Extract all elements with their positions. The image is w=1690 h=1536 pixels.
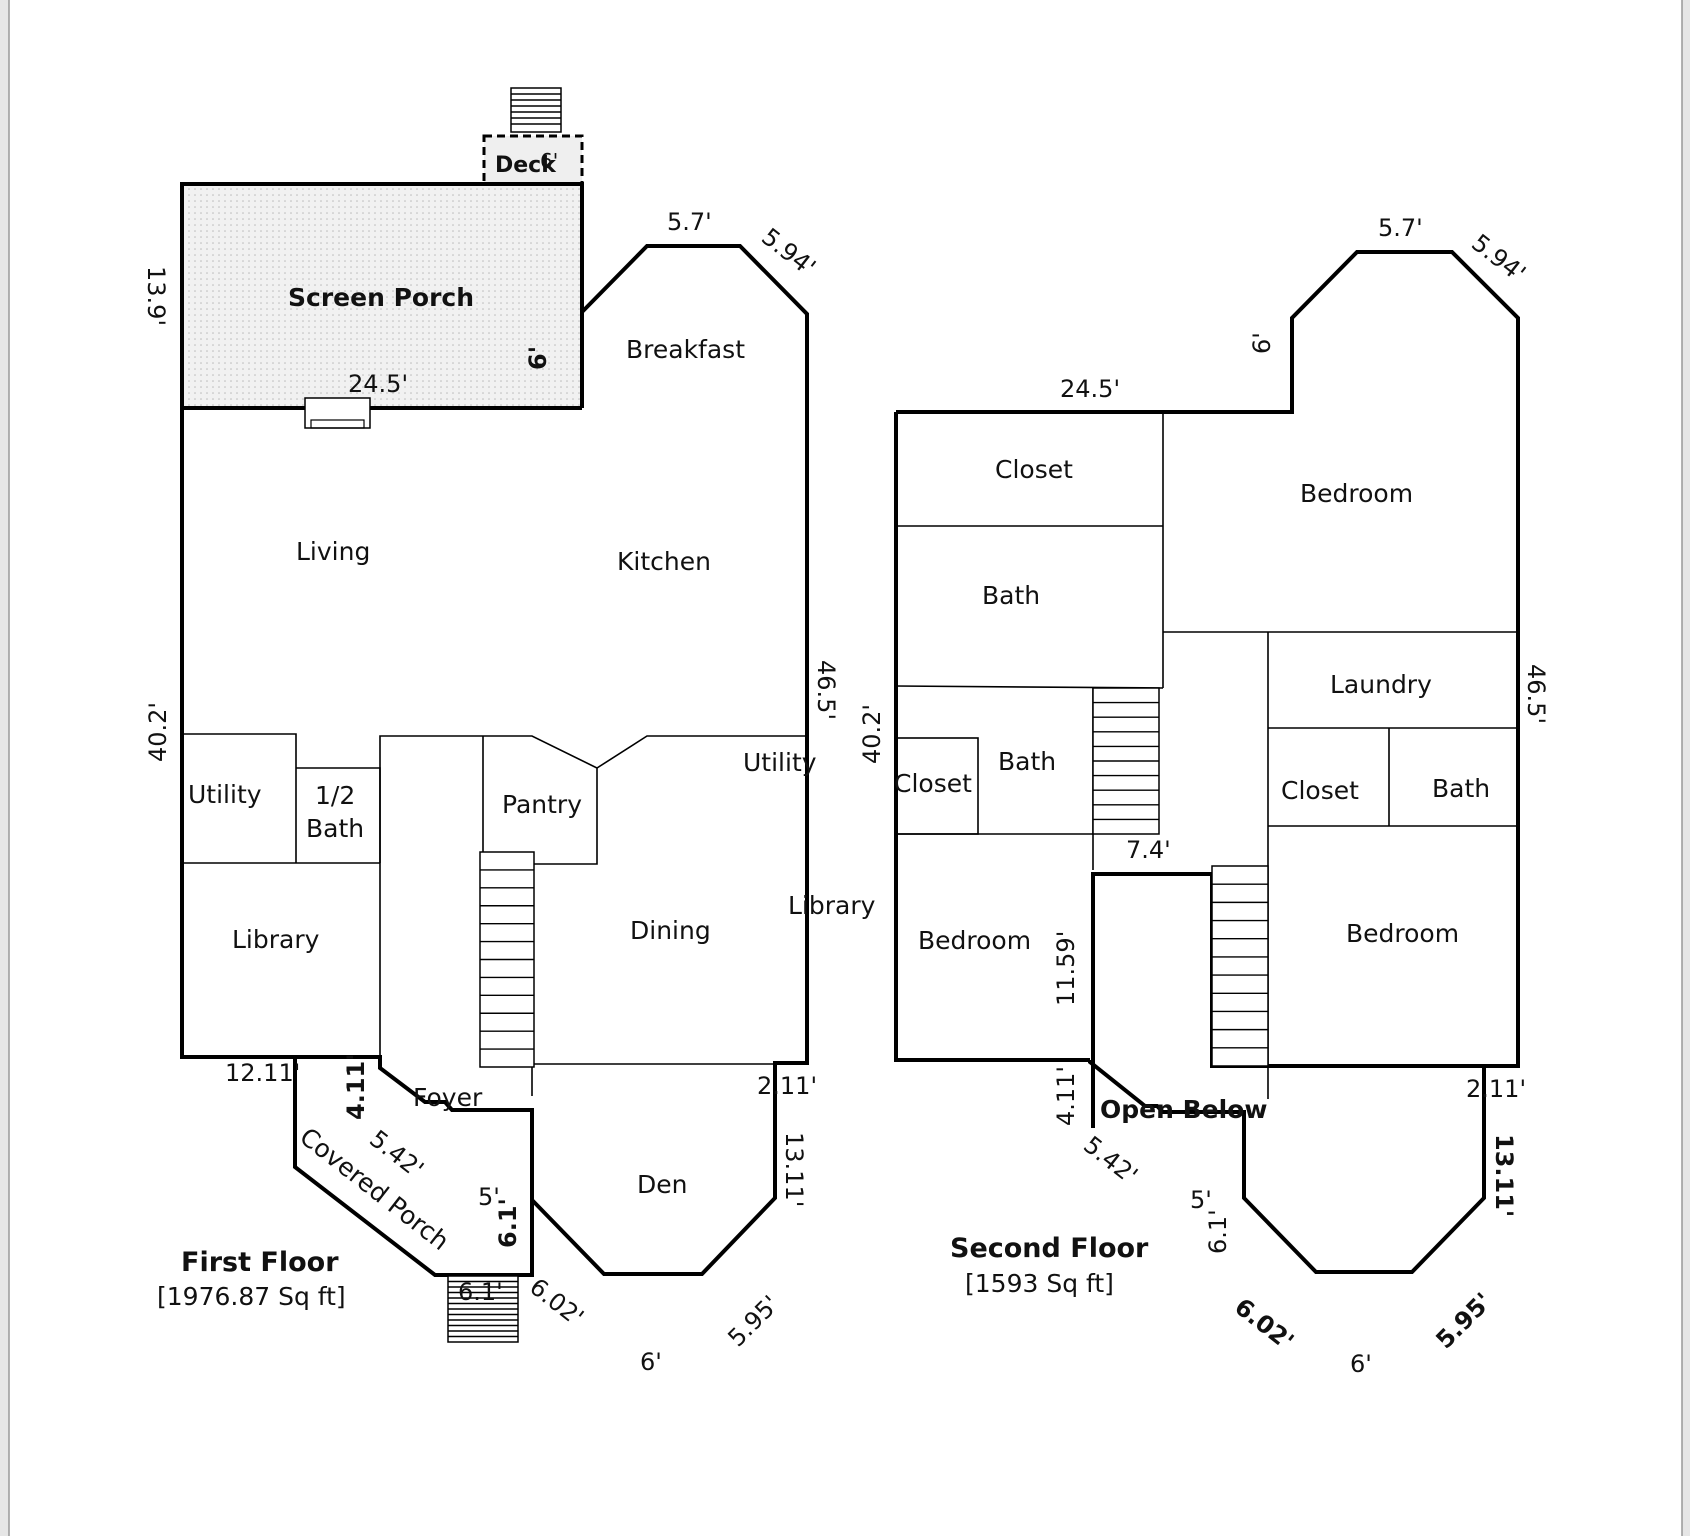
dim2-bay-top: 5.7' [1378, 214, 1423, 242]
second-floor-title: Second Floor [950, 1233, 1149, 1264]
bath-upper-label: Bath [982, 581, 1040, 610]
dim2-bay-inner: 6' [1248, 332, 1276, 354]
screen-porch-fill [182, 184, 582, 408]
dim-bottom-left: 12.11' [225, 1059, 300, 1087]
dim-porch-width: 24.5' [348, 370, 408, 398]
utility-right-label: Utility [743, 748, 817, 777]
front-stoop-stairs [447, 1275, 519, 1343]
dim2-top-right: 2.11' [1466, 1075, 1526, 1103]
dim-right-side: 46.5' [812, 660, 840, 720]
dining-label: Dining [630, 916, 711, 945]
dim2-den-side: 13.11' [1490, 1134, 1518, 1217]
second-floor-west-wall [894, 412, 1090, 1062]
dim-den-bottom: 6' [640, 1348, 662, 1376]
dim-den-side: 13.11' [780, 1132, 808, 1207]
kitchen-label: Kitchen [617, 547, 711, 576]
open-below-label: Open Below [1100, 1095, 1267, 1124]
first-floor-exterior-wall [378, 244, 809, 1276]
bedroom-left-label: Bedroom [918, 926, 1031, 955]
laundry-label: Laundry [1330, 670, 1432, 699]
dim2-den-bottom: 6' [1350, 1350, 1372, 1378]
library-right-label: Library [788, 891, 876, 920]
deck-dimension: 6' [540, 149, 558, 173]
dim-entry-width: 5' [478, 1183, 500, 1211]
dim2-left-side: 40.2' [858, 704, 886, 764]
screen-porch-label: Screen Porch [288, 283, 474, 312]
bath-middle-label: Bath [998, 747, 1056, 776]
foyer-wall [379, 735, 483, 1057]
utility-left-label: Utility [188, 780, 262, 809]
pantry-wall [482, 735, 598, 865]
breakfast-label: Breakfast [626, 335, 745, 364]
pantry-label: Pantry [502, 790, 582, 819]
utility-wall [182, 733, 297, 863]
left-frame-edge [0, 0, 9, 1536]
bath-right-label: Bath [1432, 774, 1490, 803]
dim2-entry-width: 5' [1190, 1186, 1212, 1214]
bedroom-right-label: Bedroom [1346, 919, 1459, 948]
bedroom-top-label: Bedroom [1300, 479, 1413, 508]
deck-label: Deck [495, 153, 557, 178]
dim-porch-inner: 6' [524, 346, 552, 370]
covered-porch-wall [293, 1057, 534, 1277]
closet-top-label: Closet [995, 455, 1073, 484]
half-bath-label-1: 1/2 [315, 781, 355, 810]
closet-small-left-label: Closet [894, 769, 972, 798]
first-floor-area: [1976.87 Sq ft] [157, 1282, 346, 1311]
second-floor-exterior-wall [896, 250, 1520, 1274]
deck-outline [482, 134, 584, 186]
dim2-bedroom-depth: 11.59' [1052, 931, 1080, 1006]
half-bath-label-2: Bath [306, 814, 364, 843]
dim-porch-side: 13.9' [142, 266, 170, 326]
library-left-label: Library [232, 925, 320, 954]
dim2-stair-width: 7.4' [1126, 836, 1171, 864]
dim-den-top-right: 2.11' [757, 1072, 817, 1100]
right-frame-edge [1682, 0, 1690, 1536]
kitchen-dining-wall [596, 735, 807, 769]
first-floor-west-wall [180, 408, 382, 1068]
closet-right-label: Closet [1281, 776, 1359, 805]
dim-left-side: 40.2' [144, 702, 172, 762]
fireplace-icon [304, 397, 371, 429]
dim-foyer-side: 4.11' [342, 1053, 370, 1120]
second-floor-area: [1593 Sq ft] [965, 1269, 1114, 1298]
first-floor-stairs [479, 851, 535, 1068]
deck-stairs [510, 87, 562, 133]
second-floor-upper-stairs [1092, 687, 1160, 835]
dim2-entry-depth: 6.1' [1204, 1209, 1232, 1254]
dim-entry-depth: 6.1' [494, 1198, 522, 1248]
living-label: Living [296, 537, 370, 566]
dim2-top-width: 24.5' [1060, 375, 1120, 403]
den-label: Den [637, 1170, 687, 1199]
dim-stoop: 6.1' [458, 1278, 503, 1306]
first-floor-title: First Floor [181, 1247, 339, 1278]
foyer-label: Foyer [413, 1083, 483, 1112]
dim-bay-top: 5.7' [667, 208, 712, 236]
second-floor-lower-stairs [1211, 865, 1269, 1067]
dim2-right-side: 46.5' [1522, 664, 1550, 724]
dim2-lower-side: 4.11' [1052, 1066, 1080, 1126]
second-floor: Closet Bath Bedroom Laundry Closet Bath … [858, 214, 1550, 1378]
